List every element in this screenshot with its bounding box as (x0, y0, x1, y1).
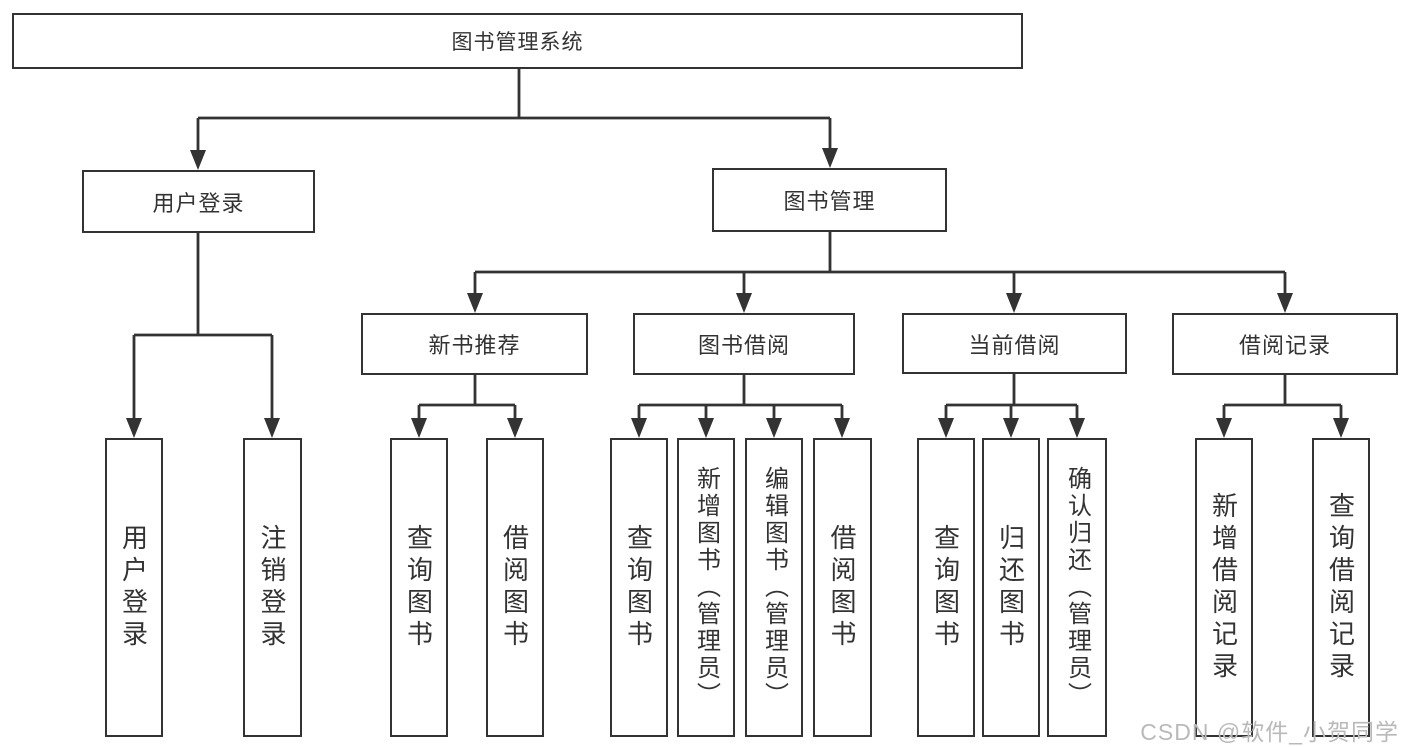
node-label: 查询图书 (623, 523, 654, 652)
node-leaf-query-books-rec: 查询图书 (390, 438, 448, 737)
node-label: 新书推荐 (428, 333, 521, 358)
node-label: 注销登录 (257, 523, 287, 652)
node-leaf-query-books: 查询图书 (610, 438, 668, 737)
node-leaf-logout: 注销登录 (243, 438, 302, 737)
arrowheads (126, 148, 1349, 438)
node-leaf-user-login: 用户登录 (105, 438, 163, 737)
node-label: 借阅图书 (499, 523, 530, 652)
node-leaf-confirm-return-admin: 确认归还（管理员） (1047, 438, 1107, 737)
node-leaf-query-books-current: 查询图书 (917, 438, 975, 737)
node-current-borrowing: 当前借阅 (902, 313, 1127, 374)
node-library-management-system: 图书管理系统 (12, 13, 1023, 69)
node-label: 查询借阅记录 (1325, 491, 1356, 684)
node-leaf-edit-books-admin: 编辑图书（管理员） (745, 438, 803, 737)
node-label: 编辑图书（管理员） (760, 466, 788, 709)
node-leaf-add-borrow-record: 新增借阅记录 (1195, 438, 1253, 737)
node-label: 用户登录 (152, 190, 245, 216)
node-label: 借阅记录 (1238, 333, 1331, 358)
node-label: 借阅图书 (827, 523, 857, 652)
node-label: 图书借阅 (697, 333, 790, 358)
node-label: 归还图书 (995, 523, 1026, 652)
node-leaf-query-borrow-record: 查询借阅记录 (1312, 438, 1370, 737)
node-new-book-recommendation: 新书推荐 (361, 313, 588, 375)
csdn-watermark: CSDN @软件_小贺同学 (1140, 719, 1399, 745)
node-borrowing-records: 借阅记录 (1172, 313, 1398, 375)
node-label: 用户登录 (118, 523, 149, 652)
node-label: 新增借阅记录 (1208, 491, 1239, 684)
node-leaf-borrow-books: 借阅图书 (813, 438, 872, 737)
node-label: 确认归还（管理员） (1063, 466, 1091, 709)
node-book-borrowing: 图书借阅 (633, 313, 855, 375)
node-leaf-add-books-admin: 新增图书（管理员） (677, 438, 735, 737)
node-leaf-borrow-books-rec: 借阅图书 (486, 438, 544, 737)
node-label: 新增图书（管理员） (692, 466, 720, 709)
node-label: 图书管理 (783, 189, 876, 214)
node-label: 查询图书 (930, 523, 961, 652)
node-user-login: 用户登录 (82, 170, 315, 233)
node-label: 图书管理系统 (451, 31, 584, 54)
node-label: 当前借阅 (968, 332, 1061, 358)
node-label: 查询图书 (403, 523, 434, 652)
node-book-management: 图书管理 (712, 168, 947, 232)
node-leaf-return-books: 归还图书 (982, 438, 1040, 737)
